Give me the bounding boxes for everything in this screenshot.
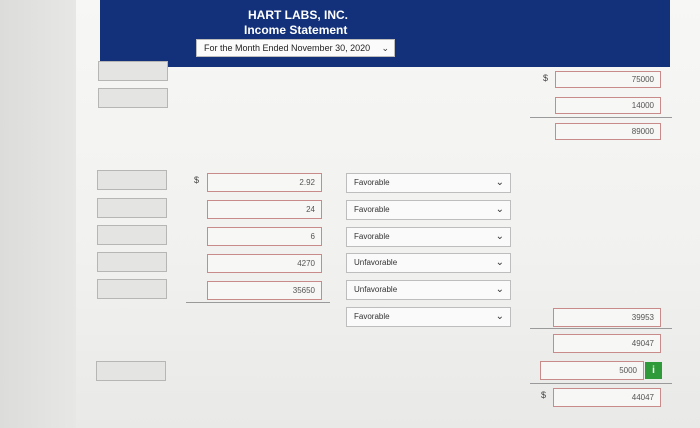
label-input[interactable]: [97, 170, 167, 190]
total-rule: [530, 383, 672, 384]
variance-type-select[interactable]: Favorable ⌄: [346, 173, 511, 193]
company-name: HART LABS, INC.: [248, 8, 348, 22]
chevron-down-icon: ⌄: [495, 311, 504, 322]
variance-type-value: Favorable: [354, 312, 390, 321]
chevron-down-icon: ⌄: [381, 43, 389, 53]
total-rule: [530, 328, 672, 329]
label-input[interactable]: [98, 88, 168, 108]
label-input[interactable]: [97, 279, 167, 299]
variance-amount-input[interactable]: 2.92: [207, 173, 322, 192]
dollar-sign: $: [543, 73, 549, 83]
variance-amount-input[interactable]: 24: [207, 200, 322, 219]
info-icon[interactable]: i: [645, 362, 662, 379]
period-select-value: For the Month Ended November 30, 2020: [204, 43, 371, 53]
amount-input[interactable]: 89000: [555, 123, 661, 140]
variance-amount-input[interactable]: 4270: [207, 254, 322, 273]
label-input[interactable]: [98, 61, 168, 81]
net-amount-input[interactable]: 44047: [553, 388, 661, 407]
label-input[interactable]: [96, 361, 166, 381]
total-rule: [186, 302, 330, 303]
chevron-down-icon: ⌄: [495, 231, 504, 242]
dollar-sign: $: [541, 390, 547, 400]
chevron-down-icon: ⌄: [495, 257, 504, 268]
total-variance-type-select[interactable]: Favorable ⌄: [346, 307, 511, 327]
variance-type-select[interactable]: Unfavorable ⌄: [346, 253, 511, 273]
chevron-down-icon: ⌄: [495, 177, 504, 188]
statement-title: Income Statement: [244, 23, 348, 37]
variance-type-value: Favorable: [354, 178, 390, 187]
variance-type-value: Favorable: [354, 205, 390, 214]
amount-input[interactable]: 75000: [555, 71, 661, 88]
variance-type-value: Unfavorable: [354, 258, 398, 267]
label-input[interactable]: [97, 225, 167, 245]
amount-input[interactable]: 5000: [540, 361, 644, 380]
total-rule: [530, 117, 672, 118]
chevron-down-icon: ⌄: [495, 284, 504, 295]
variance-type-value: Unfavorable: [354, 285, 398, 294]
amount-input[interactable]: 14000: [555, 97, 661, 114]
label-input[interactable]: [97, 252, 167, 272]
chevron-down-icon: ⌄: [495, 204, 504, 215]
variance-type-select[interactable]: Unfavorable ⌄: [346, 280, 511, 300]
variance-amount-input[interactable]: 6: [207, 227, 322, 246]
background-edge: [0, 0, 76, 428]
variance-type-select[interactable]: Favorable ⌄: [346, 200, 511, 220]
dollar-sign: $: [194, 175, 200, 185]
amount-input[interactable]: 49047: [553, 334, 661, 353]
variance-type-select[interactable]: Favorable ⌄: [346, 227, 511, 247]
total-variance-input[interactable]: 39953: [553, 308, 661, 327]
period-select[interactable]: For the Month Ended November 30, 2020 ⌄: [196, 39, 395, 57]
variance-amount-input[interactable]: 35650: [207, 281, 322, 300]
variance-type-value: Favorable: [354, 232, 390, 241]
label-input[interactable]: [97, 198, 167, 218]
